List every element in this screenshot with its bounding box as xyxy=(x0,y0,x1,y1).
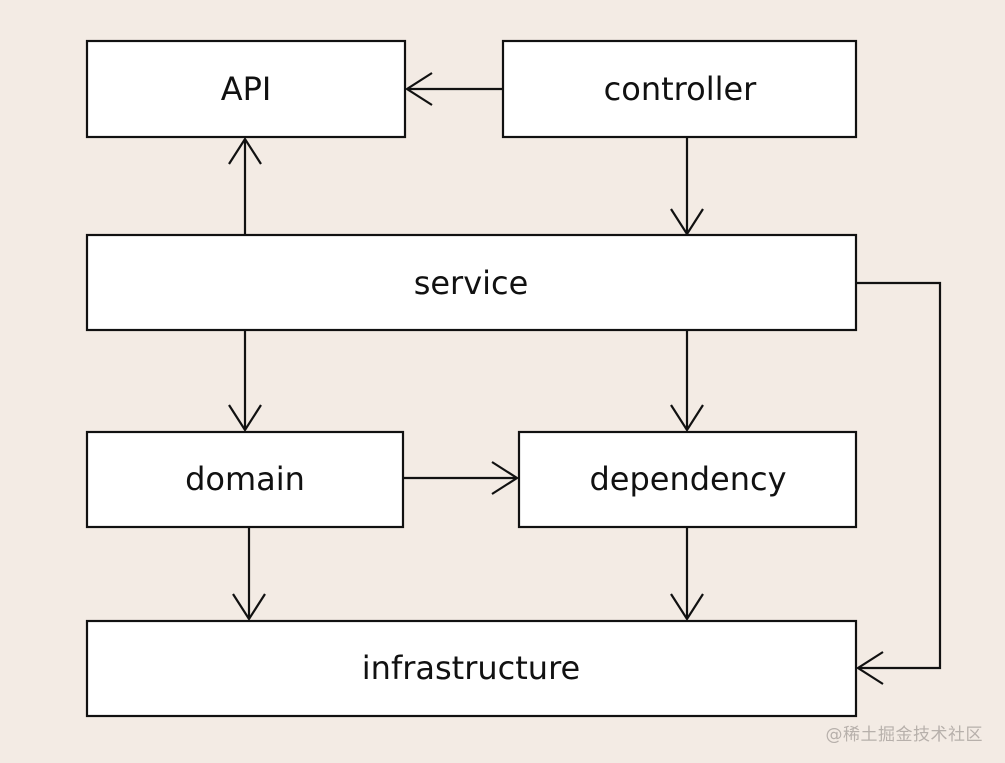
node-controller: controller xyxy=(501,39,858,139)
node-infrastructure-label: infrastructure xyxy=(362,649,580,687)
node-service-label: service xyxy=(414,264,529,302)
edge-service-to-infrastructure xyxy=(855,281,942,685)
edge-domain-to-dependency xyxy=(404,461,520,495)
edge-dependency-to-infrastructure xyxy=(670,527,704,622)
node-dependency-label: dependency xyxy=(589,460,786,498)
node-dependency: dependency xyxy=(517,430,858,529)
edge-controller-to-service xyxy=(670,138,704,237)
node-api-label: API xyxy=(221,70,272,108)
node-infrastructure: infrastructure xyxy=(85,619,858,718)
edge-controller-to-api xyxy=(404,72,503,106)
node-domain-label: domain xyxy=(185,460,305,498)
node-api: API xyxy=(85,39,407,139)
edge-service-to-api xyxy=(228,136,262,235)
node-controller-label: controller xyxy=(604,70,758,108)
edge-service-to-domain xyxy=(228,331,262,433)
watermark: @稀土掘金技术社区 xyxy=(825,725,983,745)
node-service: service xyxy=(85,233,858,332)
edge-service-to-dependency xyxy=(670,331,704,433)
edges xyxy=(228,72,942,685)
edge-domain-to-infrastructure xyxy=(232,527,266,622)
node-domain: domain xyxy=(85,430,405,529)
